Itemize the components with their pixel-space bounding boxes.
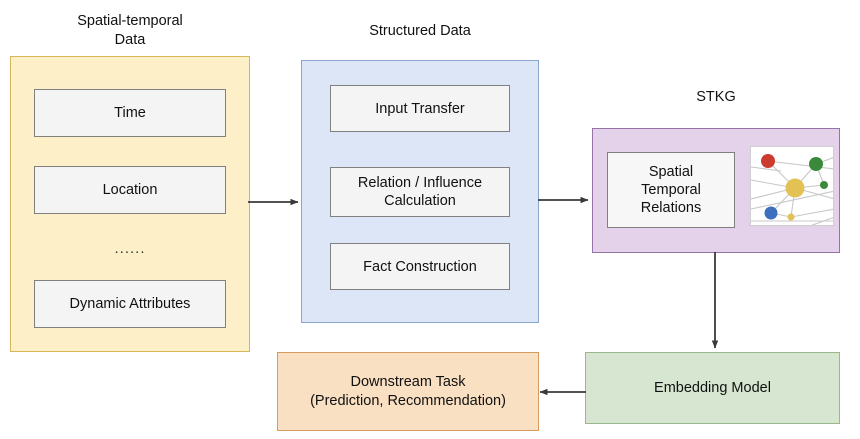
graph-nodes [761, 154, 828, 221]
arrow-stkg-to-embedding [711, 252, 719, 349]
spatial-temporal-caption: Spatial-temporal Data [77, 13, 183, 48]
graph-node-green-small [820, 181, 828, 189]
spatial-temporal-ellipsis: ...... [114, 240, 146, 257]
stkg-item-spatial-temporal-relations[interactable]: Spatial Temporal Relations [607, 152, 735, 228]
graph-node-green [809, 157, 823, 171]
arrow-embedding-to-downstream [539, 388, 586, 396]
structured-data-caption: Structured Data [369, 23, 471, 39]
graph-node-red [761, 154, 775, 168]
spatial-temporal-item-location[interactable]: Location [34, 166, 226, 214]
arrow-structured-to-stkg [538, 196, 589, 204]
knowledge-graph-thumbnail [750, 146, 834, 226]
structured-data-item-fact-construction[interactable]: Fact Construction [330, 243, 510, 290]
structured-data-item-input-transfer[interactable]: Input Transfer [330, 85, 510, 132]
embedding-model-box[interactable]: Embedding Model [585, 352, 840, 424]
structured-data-item-relation-influence-calculation[interactable]: Relation / Influence Calculation [330, 167, 510, 217]
stkg-caption: STKG [696, 89, 736, 105]
spatial-temporal-item-time[interactable]: Time [34, 89, 226, 137]
graph-node-blue [764, 206, 778, 220]
knowledge-graph-svg [751, 154, 833, 225]
arrow-spatial-to-structured [248, 198, 299, 206]
graph-node-yellow-small [787, 213, 795, 221]
downstream-task-box[interactable]: Downstream Task (Prediction, Recommendat… [277, 352, 539, 431]
graph-node-yellow [785, 178, 805, 198]
spatial-temporal-item-dynamic-attributes[interactable]: Dynamic Attributes [34, 280, 226, 328]
